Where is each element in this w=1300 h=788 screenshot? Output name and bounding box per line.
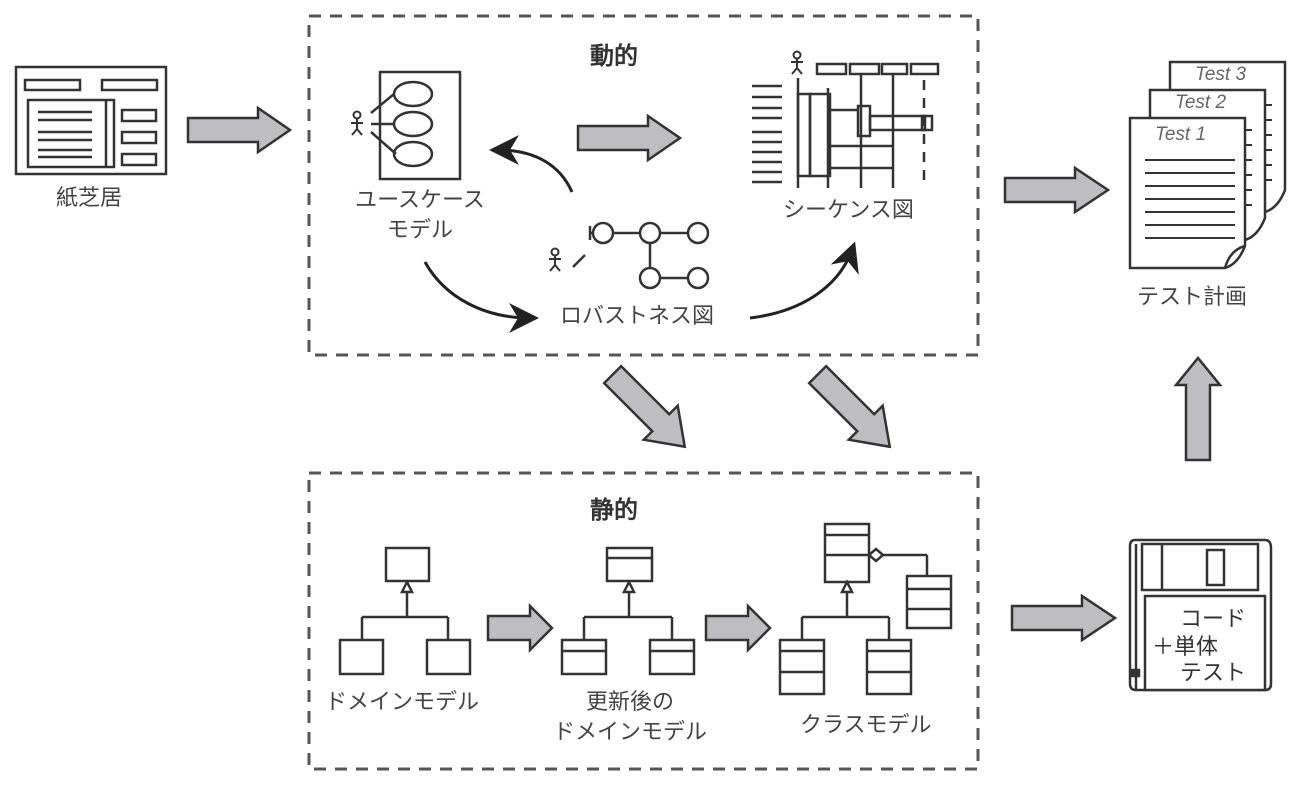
robustness-diagram-icon [572,221,710,290]
code-label: コード [1180,607,1247,632]
sequence-diagram-icon [752,62,940,188]
class-model-icon [778,522,953,696]
usecase-model-label-line1: ユースケース [355,188,485,213]
static-group-title: 静的 [590,496,638,524]
test-plan-label: テスト計画 [1137,285,1248,310]
floppy-disk-icon [1128,538,1273,692]
paper-prototype-label: 紙芝居 [56,186,123,211]
block-arrow-dynamic-to-test-plan [1003,165,1111,215]
updated-domain-model-icon [560,546,696,676]
block-arrow-usecase-to-sequence [576,113,683,163]
block-arrow-dynamic-to-static-2 [807,364,892,449]
domain-model-icon [338,546,472,676]
sequence-diagram-label: シーケンス図 [783,198,914,223]
curved-arrow-robustness-to-usecase [489,135,574,193]
paper-prototype-icon [14,65,168,176]
actor-icon [549,247,561,272]
updated-domain-model-label: 更新後の ドメインモデル [553,688,707,748]
test-plan-icon [1128,60,1287,270]
usecase-model-icon [370,70,462,181]
test-label: テスト [1180,661,1247,686]
usecase-model-label: ユースケース モデル [348,186,492,246]
robustness-diagram-label: ロバストネス図 [560,304,715,329]
updated-domain-model-label-line2: ドメインモデル [553,720,708,745]
updated-domain-model-label-line1: 更新後の [585,690,674,715]
test-sheet-3-label: Test 3 [1195,64,1247,85]
curved-arrow-usecase-to-robustness [423,261,539,333]
unit-label: ＋単体 [1152,635,1219,660]
actor-icon [791,50,803,75]
usecase-model-label-line2: モデル [386,218,453,243]
test-sheet-2-label: Test 2 [1175,92,1227,113]
actor-icon [351,110,363,136]
class-model-label: クラスモデル [800,713,932,738]
curved-arrow-robustness-to-sequence [749,241,859,320]
test-sheet-1-label: Test 1 [1155,124,1207,145]
block-arrow-static-to-code [1010,593,1118,643]
block-arrow-updated-to-class [704,602,772,654]
block-arrow-domain-to-updated [486,602,554,654]
block-arrow-paper-to-dynamic [186,105,293,155]
block-arrow-dynamic-to-static-1 [602,364,687,449]
dynamic-group-title: 動的 [590,42,638,70]
block-arrow-code-to-test-plan [1173,356,1223,462]
domain-model-label: ドメインモデル [325,690,480,715]
